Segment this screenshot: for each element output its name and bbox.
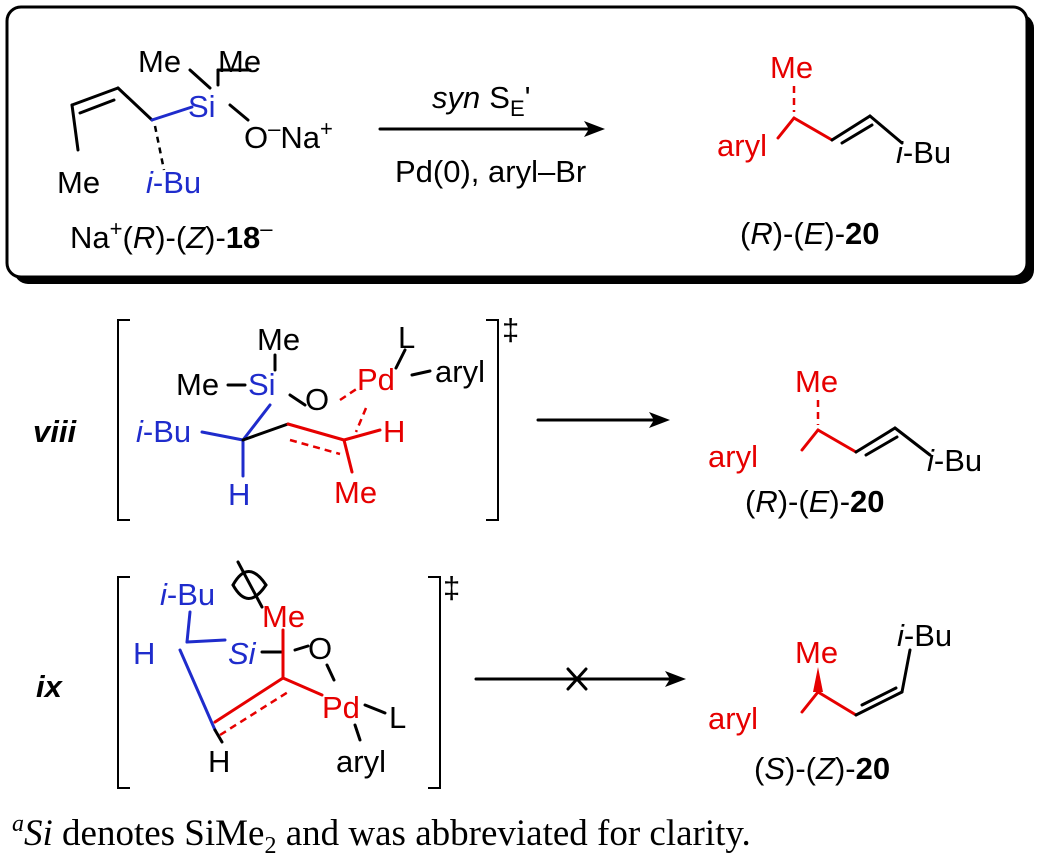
reaction-arrow-ix-blocked [474,667,686,691]
product-viii-label: (R)-(E)-20 [745,484,885,519]
reactant-label: Na+(R)-(Z)-18– [70,216,273,255]
product-ix-ibu: i-Bu [897,618,952,653]
product-ix-structure [800,648,912,717]
product-e20-aryl: aryl [717,128,767,163]
ts-viii-ibu: i-Bu [136,414,191,449]
ts-viii-me-left: Me [176,367,219,402]
reactant-si: Si [188,89,216,124]
reaction-arrow-top [378,121,605,137]
ts-ix-h-left: H [133,636,155,671]
product-ix-label: (S)-(Z)-20 [754,751,890,786]
reactant-me-1: Me [138,44,181,79]
ts-ix-o: O [308,631,332,666]
ts-viii-brackets [117,319,499,521]
footnote: aSi denotes SiMe2 and was abbreviated fo… [12,811,751,859]
ts-ix-pd: Pd [322,690,360,725]
product-e20-label: (R)-(E)-20 [740,216,880,251]
reactant-18-structure [70,68,252,171]
ts-viii-h-left: H [228,477,250,512]
reactant-o-minus: O–Na+ [244,116,333,155]
ts-ix-ibu: i-Bu [160,577,215,612]
ts-viii-si: Si [248,367,276,402]
ts-ix-structure [178,560,387,744]
ts-viii-pd: Pd [357,362,395,397]
ts-ix-si: Si [228,636,257,671]
product-viii-structure [800,400,932,457]
ts-viii-structure [200,348,432,478]
product-viii-ibu: i-Bu [927,443,982,478]
ts-viii-aryl: aryl [435,354,485,389]
product-ix-aryl: aryl [708,701,758,736]
ts-viii-dagger: ‡ [502,312,519,347]
product-viii-aryl: aryl [708,439,758,474]
product-e20-me: Me [770,50,813,85]
label-ix: ix [36,669,64,704]
reagent-pd-arylbr: Pd(0), aryl–Br [395,154,586,189]
reaction-arrow-viii [536,412,670,428]
reaction-box [5,5,1034,284]
ts-ix-l: L [389,700,406,735]
reactant-me-left: Me [57,165,100,200]
ts-viii-l: L [398,320,415,355]
product-ix-me: Me [795,635,838,670]
ts-viii-h-right: H [383,414,405,449]
ts-ix-h-bottom: H [208,744,230,779]
label-viii: viii [33,414,77,449]
product-e20-ibu: i-Bu [896,135,951,170]
ts-viii-me-bottom: Me [334,475,377,510]
ts-ix-brackets [117,576,441,789]
ts-ix-me: Me [262,599,305,634]
product-e20-box-structure [776,86,904,145]
reactant-ibu: i-Bu [146,165,201,200]
product-viii-me: Me [795,364,838,399]
ts-viii-o: O [305,382,329,417]
ts-viii-me-top: Me [257,322,300,357]
reactant-me-2: Me [218,44,261,79]
ts-ix-aryl: aryl [336,744,386,779]
ts-ix-dagger: ‡ [443,570,460,605]
